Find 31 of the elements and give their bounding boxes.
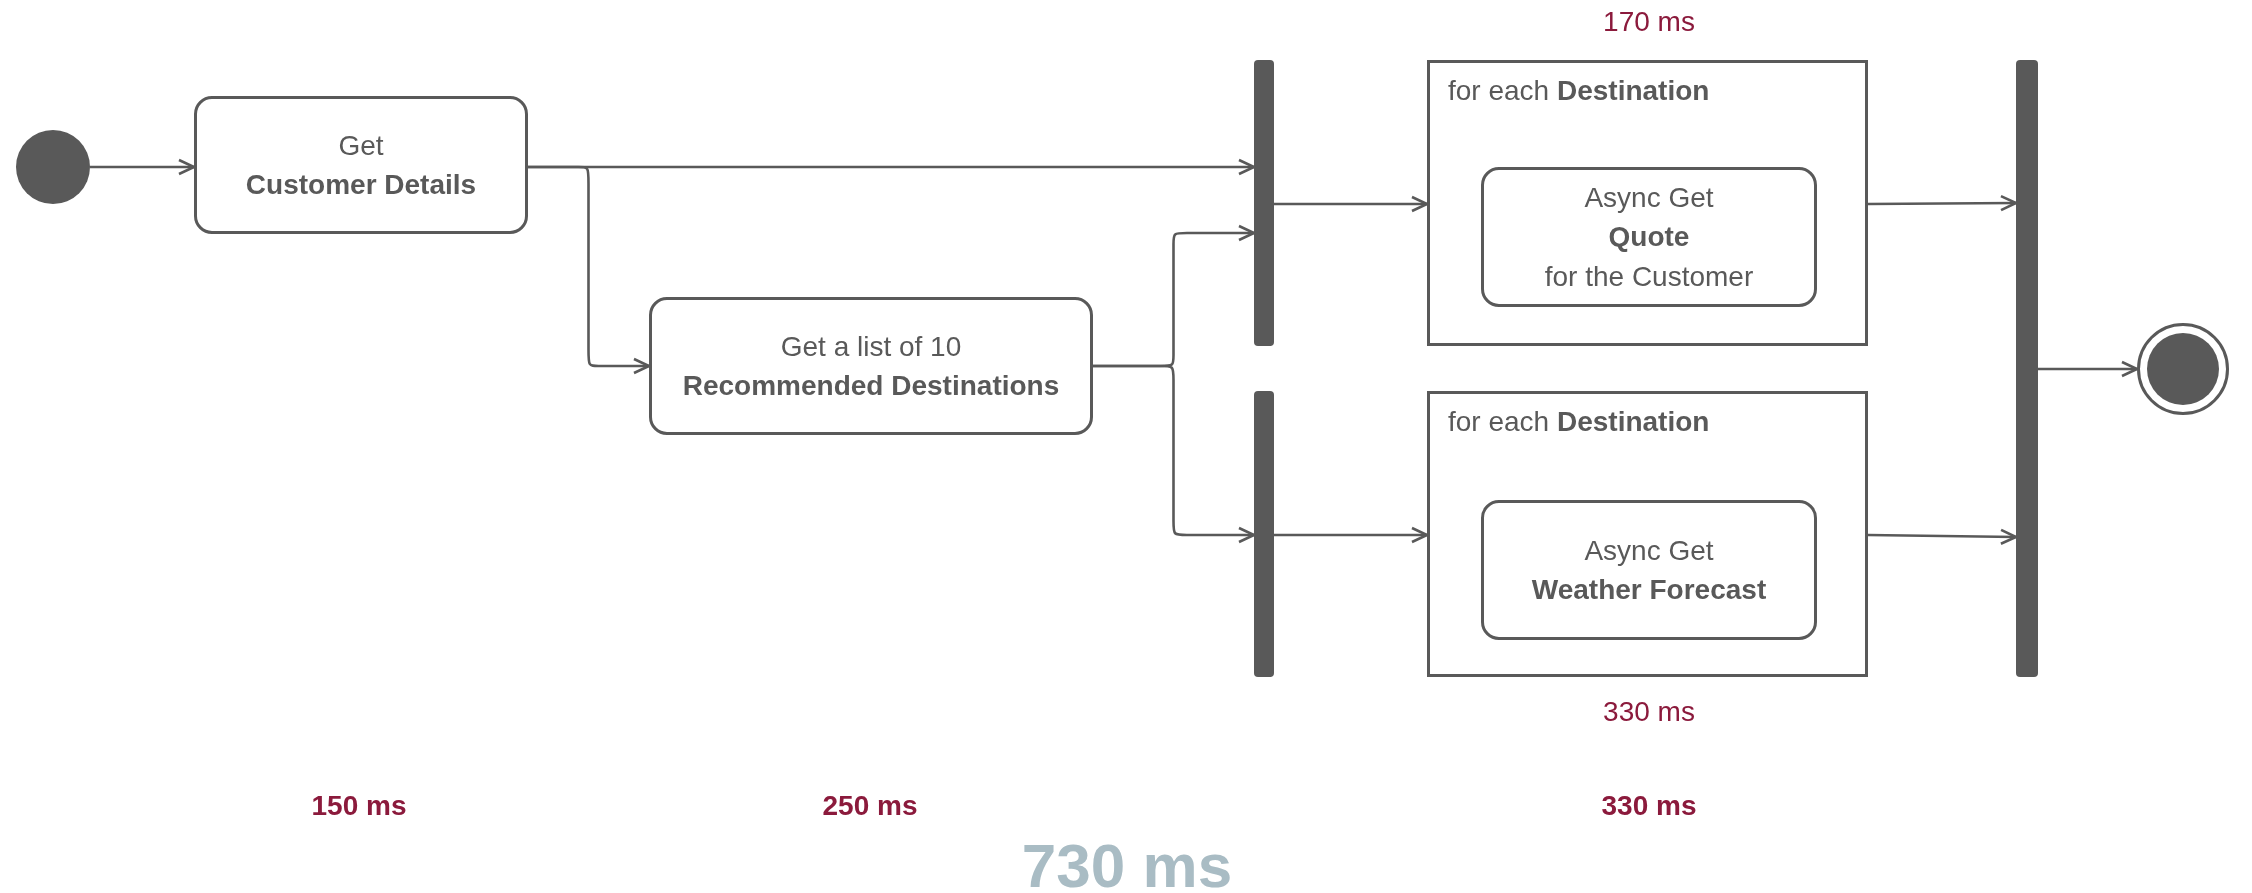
final-node — [2137, 323, 2229, 415]
action-box — [194, 96, 528, 234]
fork-bar — [1254, 391, 1274, 677]
duration-label: 330 ms — [1603, 696, 1695, 728]
loop-region — [1427, 391, 1868, 677]
arrow — [1274, 526, 1429, 544]
region-heading: for each Destination — [1448, 406, 1710, 438]
duration-label: 330 ms — [1601, 790, 1697, 822]
action-box — [649, 297, 1093, 435]
action-box — [1481, 167, 1817, 307]
arrow — [1868, 194, 2018, 212]
arrow — [528, 165, 651, 375]
action-box — [1481, 500, 1817, 640]
action-label: Async Get Weather Forecast — [1531, 533, 1767, 607]
arrow — [90, 158, 196, 176]
action-label: Get a list of 10 Recommended Destinations — [682, 329, 1060, 403]
action-label: Get Customer Details — [245, 128, 477, 202]
duration-label: 150 ms — [311, 790, 407, 822]
region-heading: for each Destination — [1448, 75, 1710, 107]
arrow — [1274, 195, 1429, 213]
arrow — [1093, 364, 1256, 544]
duration-label: 250 ms — [822, 790, 918, 822]
arrow — [1868, 528, 2018, 546]
duration-label: 170 ms — [1603, 6, 1695, 38]
loop-region — [1427, 60, 1868, 346]
initial-node — [16, 130, 90, 204]
arrow — [2038, 360, 2139, 378]
fork-bar — [1254, 60, 1274, 346]
total-duration: 730 ms — [1021, 830, 1233, 893]
fork-bar — [2016, 60, 2038, 677]
action-label: Async Get Quote for the Customer — [1544, 181, 1754, 294]
